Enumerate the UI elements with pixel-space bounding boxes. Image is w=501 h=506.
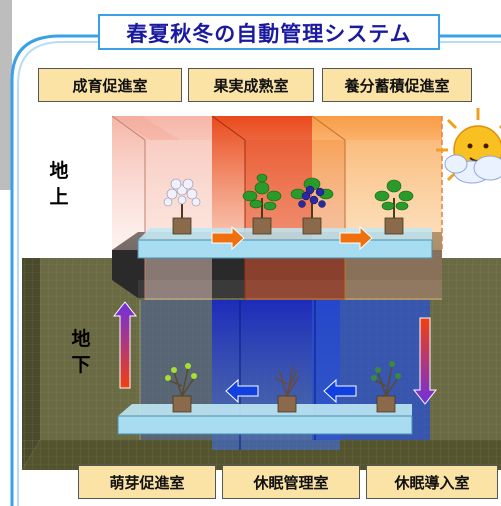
above-ground-char-2: 上: [49, 186, 69, 208]
upper-shelf: [137, 239, 433, 259]
room-nutrient: [312, 116, 442, 250]
lower-shelf-top: [118, 404, 412, 416]
plant-icon: [163, 178, 201, 235]
plant-icon: [374, 179, 414, 235]
outer-frame-inner: [17, 41, 501, 506]
room-label-budding: 萌芽促進室: [78, 465, 216, 499]
room-label-ripening: 果実成熟室: [188, 68, 314, 102]
plant-icon: [290, 177, 334, 235]
below-ground-label: 地 下: [68, 326, 94, 378]
above-ground-char-1: 地: [49, 160, 69, 182]
outer-frame: [10, 34, 501, 506]
page-title: 春夏秋冬の自動管理システム: [98, 14, 440, 50]
room-growth-edge: [111, 115, 146, 141]
flow-arrow-icon: [225, 378, 259, 404]
left-edge-strip: [0, 0, 12, 190]
plant-icon: [371, 361, 401, 413]
flow-arrow-icon: [339, 225, 373, 251]
plant-icon: [242, 173, 282, 235]
below-ground-char-1: 地: [71, 328, 91, 350]
lower-shelf: [117, 415, 413, 435]
sun-cloud-icon: [436, 108, 501, 184]
room-ripening-edge: [211, 115, 246, 141]
room-nutrient-edge: [311, 115, 346, 141]
plant-icon: [165, 363, 197, 413]
room-label-dormancy-induce: 休眠導入室: [366, 465, 498, 499]
flow-arrow-icon: [323, 378, 357, 404]
flow-arrow-icon: [112, 301, 138, 389]
room-label-nutrient: 養分蓄積促進室: [322, 68, 472, 102]
below-ground-char-2: 下: [71, 354, 91, 376]
flow-arrow-icon: [412, 317, 438, 405]
above-ground-label: 地 上: [46, 158, 72, 210]
room-growth: [112, 116, 212, 250]
room-label-dormancy-manage: 休眠管理室: [222, 465, 360, 499]
plant-icon: [274, 365, 300, 413]
room-label-growth: 成育促進室: [38, 68, 182, 102]
underground-left-grid: [22, 258, 40, 470]
flow-arrow-icon: [211, 225, 245, 251]
